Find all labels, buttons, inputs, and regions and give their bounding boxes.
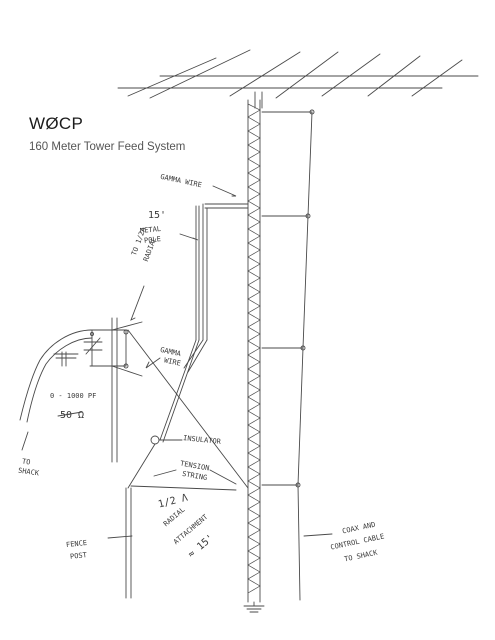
gamma-wire-mid: [127, 329, 249, 489]
impedance-label: 50 Ω: [60, 410, 85, 421]
yagi-antenna: [117, 49, 479, 109]
coax-to-shack-left: [19, 329, 94, 423]
insulator: [150, 435, 183, 445]
diagram-subtitle: 160 Meter Tower Feed System: [29, 141, 186, 153]
coax-feed-line: [261, 109, 315, 601]
capacitor-value-label: 0 - 1000 pf: [50, 392, 97, 400]
gamma-wire-top: [202, 203, 249, 341]
matching-network: [83, 317, 143, 463]
callsign-title: WØCP: [29, 114, 84, 133]
tower-lattice: [247, 103, 261, 594]
leader-arrows: [21, 185, 333, 539]
fence-post: [125, 443, 237, 599]
to-shack-left-label-line1: TO: [21, 457, 31, 467]
metal-pole: [195, 205, 200, 341]
tower: [247, 99, 261, 603]
ground-symbol: [243, 601, 265, 613]
metal-pole-length-label: 15': [148, 210, 167, 221]
